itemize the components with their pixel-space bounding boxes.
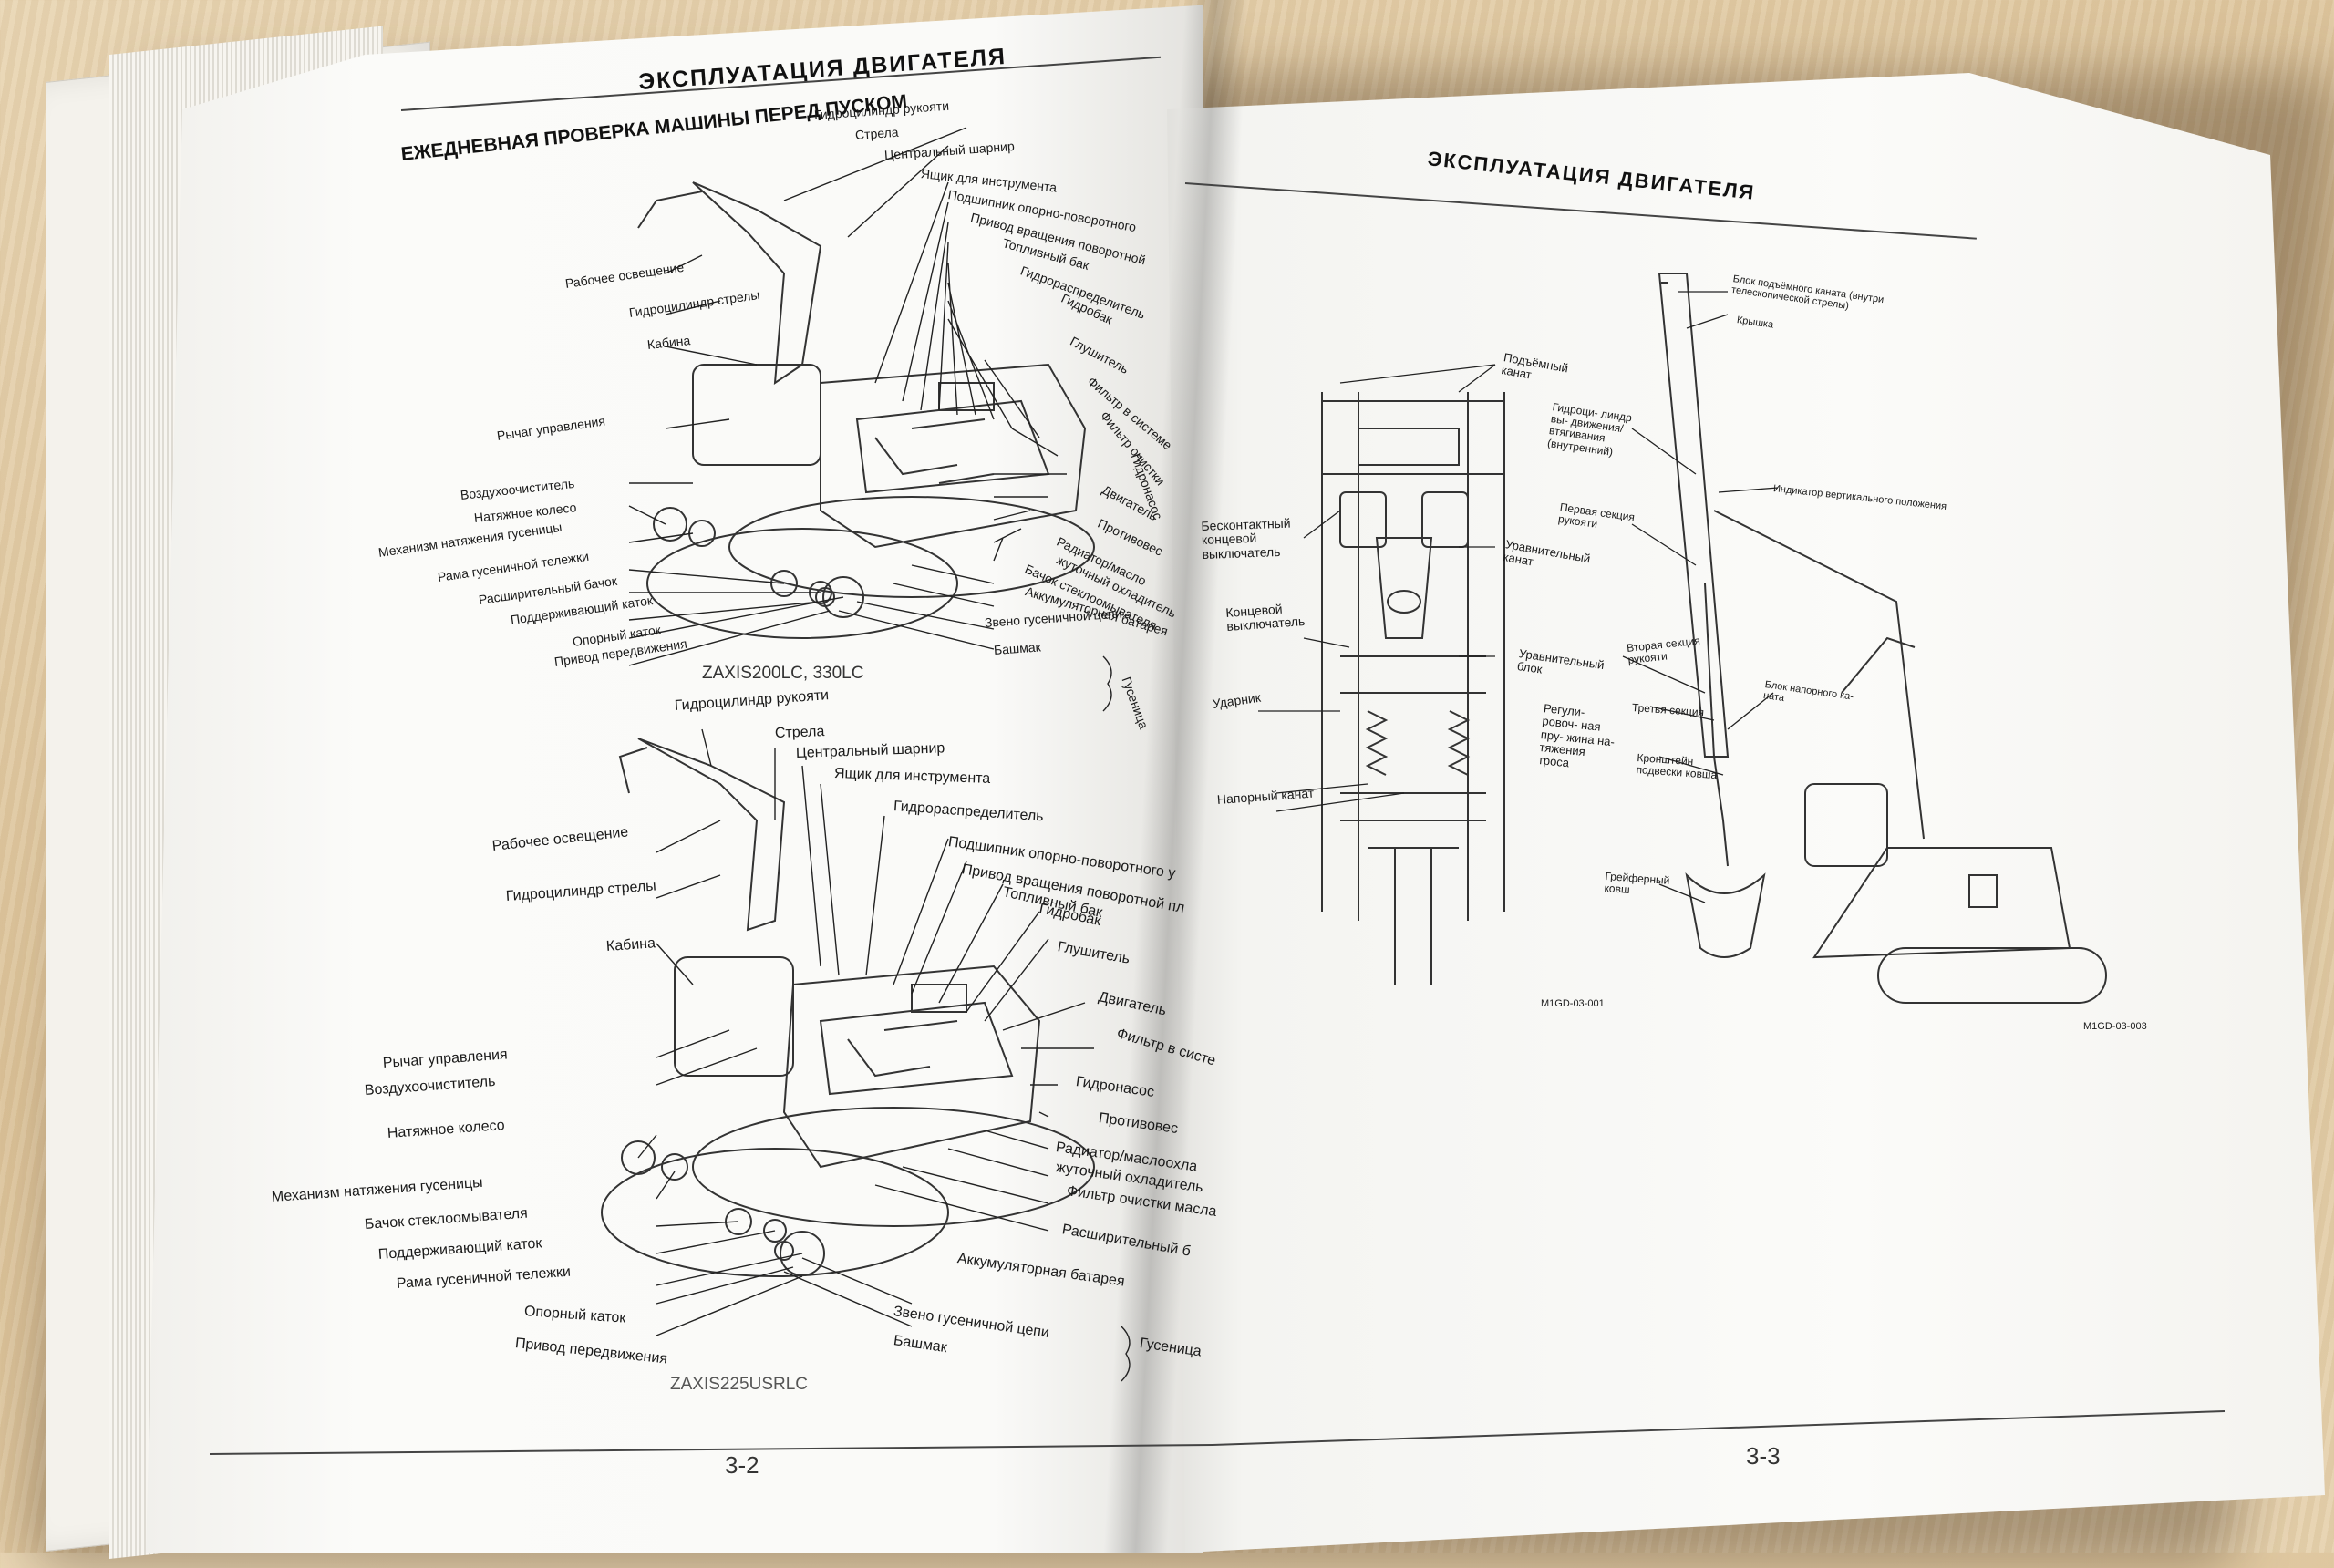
frame-diagram-callout-label: Регули- ровоч- ная пру- жина на- тяжения… <box>1537 701 1616 770</box>
right-page <box>1167 73 2325 1553</box>
left-bottom-rule <box>209 1444 1213 1455</box>
leader-lines-frame <box>1258 364 1496 812</box>
left-page-number: 3-2 <box>725 1451 759 1479</box>
leader-lines-2 <box>637 728 1131 1382</box>
excavator-sketch-2 <box>601 738 1095 1277</box>
diagram1-model-label: ZAXIS200LC, 330LC <box>702 664 864 683</box>
left-page <box>146 0 1203 1553</box>
diagram2-callout-label: Кабина <box>605 935 656 954</box>
leader-lines-1 <box>628 127 1112 712</box>
diagram1-callout-label: Стрела <box>854 124 900 142</box>
frame-diagram-code: M1GD-03-001 <box>1541 998 1605 1009</box>
diagram2-model-label: ZAXIS225USRLC <box>670 1375 809 1394</box>
telescopic-arm-frame-diagram <box>1321 392 1505 985</box>
right-bottom-rule <box>1212 1410 2226 1446</box>
long-reach-excavator-diagram <box>1658 273 2107 1004</box>
long-reach-diagram-code: M1GD-03-003 <box>2083 1021 2147 1032</box>
leader-lines-long-reach <box>1622 291 1779 903</box>
diagram2-callout-label: Стрела <box>774 724 825 741</box>
frame-diagram-callout-label: Бесконтактный концевой выключатель <box>1201 515 1291 562</box>
right-page-number: 3-3 <box>1746 1442 1781 1470</box>
